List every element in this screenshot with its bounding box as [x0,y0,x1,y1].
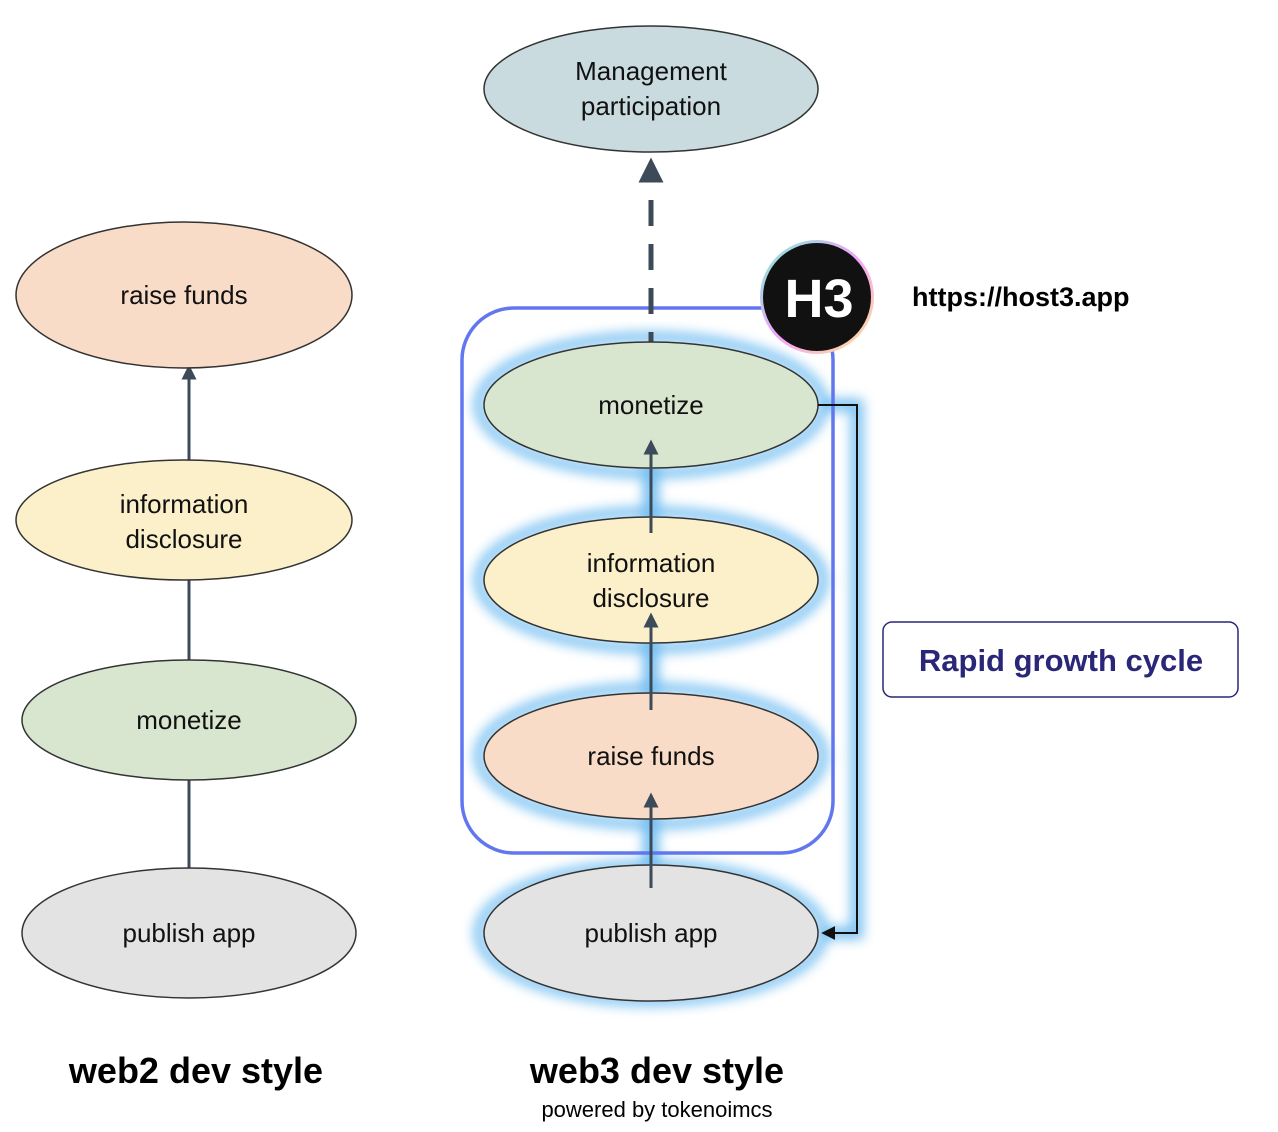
web3-node-label-line-1: Management [575,56,728,86]
web3-node-management-participation: Management participation [483,25,819,153]
web3-node-label: monetize [598,390,704,420]
web2-node-label: raise funds [120,280,247,310]
web3-node-information-disclosure: information disclosure [483,516,819,644]
web2-node-monetize: monetize [21,659,357,781]
web3-node-label-line-2: disclosure [592,583,709,613]
web3-node-label: raise funds [587,741,714,771]
web3-column: Management participation monetize inform… [460,25,863,1122]
h3-logo-text: H3 [784,269,853,329]
web2-caption: web2 dev style [68,1050,323,1091]
web2-node-label-line-2: disclosure [125,524,242,554]
web3-node-label-line-1: information [587,548,716,578]
web2-node-information-disclosure: information disclosure [15,459,353,581]
url-link[interactable]: https://host3.app [912,282,1130,312]
rapid-growth-cycle-box: Rapid growth cycle [882,621,1239,698]
web2-node-label: monetize [136,705,242,735]
web3-loop-connector [818,404,858,940]
web3-node-label: publish app [585,918,718,948]
h3-logo-icon: H3 [760,240,874,354]
web2-node-label: publish app [123,918,256,948]
rapid-cycle-container [460,306,835,855]
web2-node-raise-funds: raise funds [15,221,353,369]
web2-column: raise funds information disclosure monet… [15,221,357,1091]
rapid-growth-cycle-label: Rapid growth cycle [919,643,1203,678]
web3-subcaption: powered by tokenoimcs [541,1097,772,1122]
web3-node-label-line-2: participation [581,91,721,121]
web3-caption: web3 dev style [529,1050,784,1091]
web2-node-publish-app: publish app [21,867,357,999]
web2-node-label-line-1: information [120,489,249,519]
